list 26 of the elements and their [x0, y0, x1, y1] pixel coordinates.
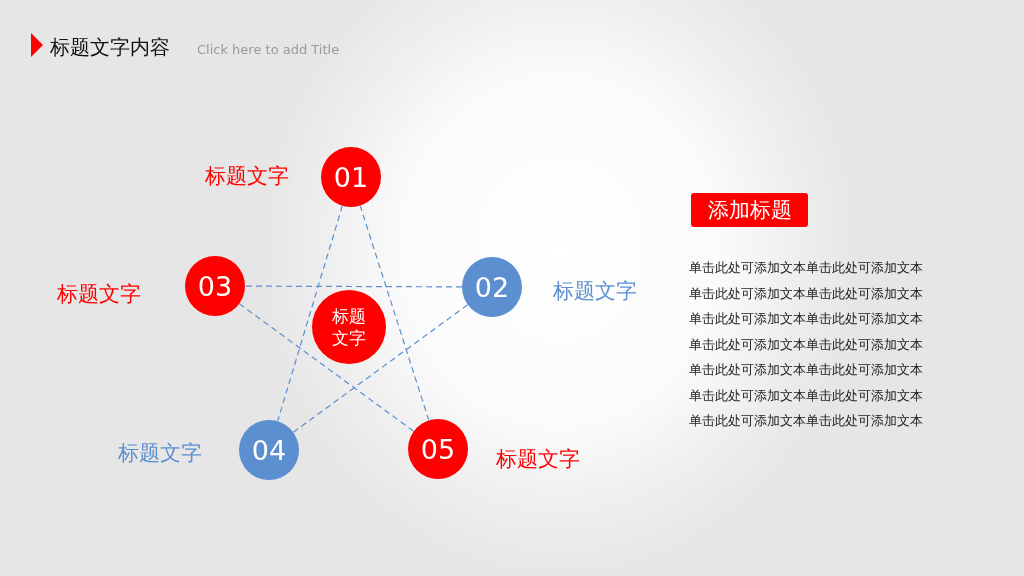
heading-tag: 添加标题 — [691, 193, 808, 227]
item-title: 标题文字 — [118, 440, 202, 467]
subtitle: Click here to add Title — [197, 42, 340, 57]
body-text-line: 单击此处可添加文本单击此处可添加文本 — [689, 259, 923, 277]
body-text-line: 单击此处可添加文本单击此处可添加文本 — [689, 361, 923, 379]
dashed-connector — [238, 303, 415, 432]
body-text-line: 单击此处可添加文本单击此处可添加文本 — [689, 335, 923, 354]
body-text-line: 单击此处可添加文本单击此处可添加文本 — [689, 284, 923, 303]
dashed-connector — [244, 285, 463, 288]
body-text-line: 单击此处可添加文本单击此处可添加文本 — [689, 386, 923, 405]
number-circle: 05 — [408, 419, 468, 479]
center-circle: 标题文字 — [312, 290, 386, 364]
dashed-connector — [359, 204, 430, 422]
number-circle: 04 — [239, 420, 299, 480]
item-title: 标题文字 — [205, 163, 289, 190]
item-title: 标题文字 — [496, 446, 580, 473]
number-circle: 01 — [321, 147, 381, 207]
dashed-connector — [277, 205, 343, 422]
slide-title: 标题文字内容 — [50, 34, 170, 61]
number-circle: 03 — [185, 256, 245, 316]
item-title: 标题文字 — [57, 281, 141, 308]
dashed-connector — [292, 304, 469, 433]
body-text-line: 单击此处可添加文本单击此处可添加文本 — [689, 412, 923, 430]
body-text-line: 单击此处可添加文本单击此处可添加文本 — [689, 310, 923, 328]
number-circle: 02 — [462, 257, 522, 317]
item-title: 标题文字 — [553, 278, 637, 305]
